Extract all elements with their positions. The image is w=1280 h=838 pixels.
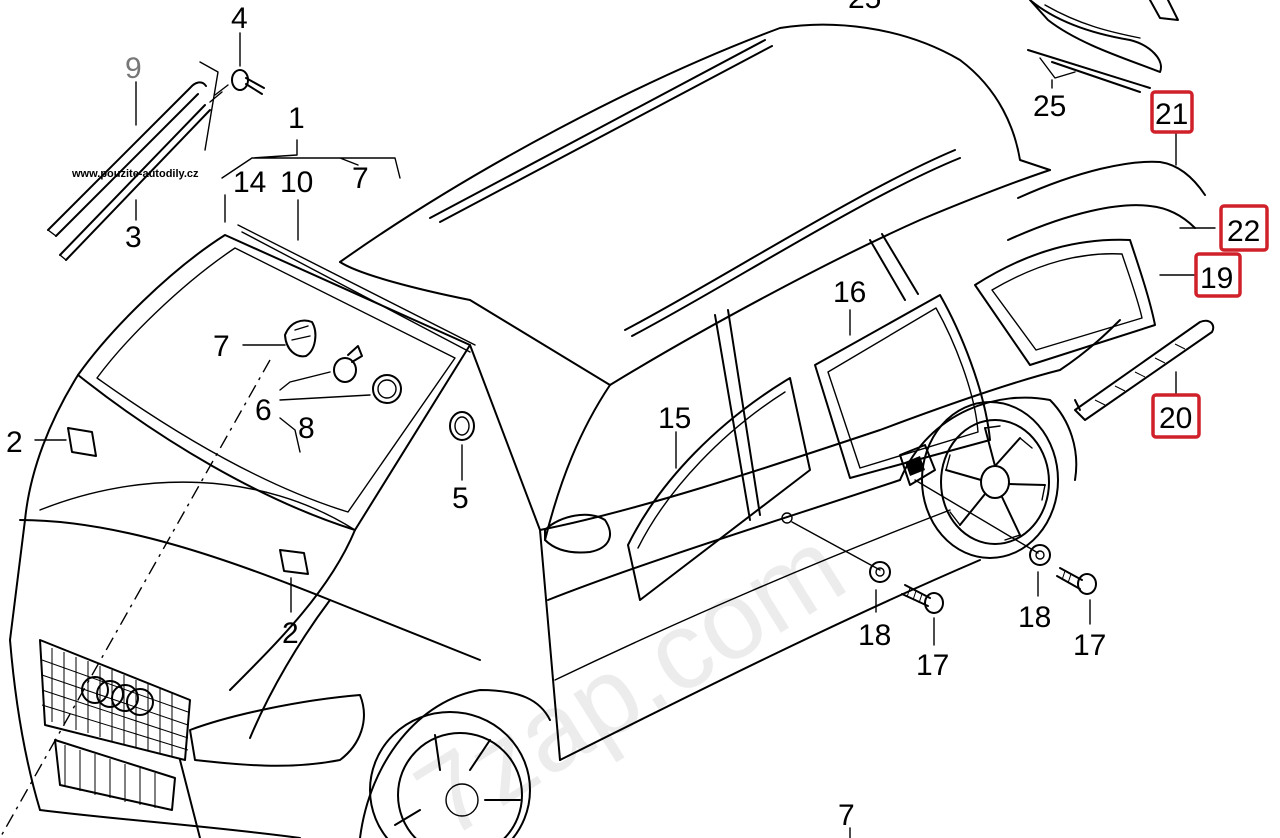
highlight-21	[1150, 90, 1194, 134]
callout-6: 6	[255, 394, 272, 427]
bolt-17-a	[901, 584, 944, 614]
callout-20: 20	[1159, 402, 1192, 435]
rain-sensor-6	[333, 345, 363, 383]
bolt-17-b	[1056, 567, 1097, 595]
callout-7-top: 7	[352, 162, 369, 195]
trim-strip-3-9	[47, 61, 219, 261]
leader-lines	[34, 79, 1216, 838]
rear-wheel	[921, 401, 1059, 559]
callout-25: 25	[1033, 90, 1066, 123]
callout-16: 16	[833, 276, 866, 309]
callout-19: 19	[1200, 262, 1233, 295]
callout-7-bottom: 7	[838, 799, 855, 832]
callout-14: 14	[233, 166, 266, 199]
clip-2-bottom	[279, 549, 309, 575]
washer-18-b	[1029, 544, 1051, 566]
callout-17-a: 17	[916, 649, 949, 682]
washer-18-a	[869, 561, 891, 583]
callout-2-left: 2	[6, 426, 23, 459]
part-5	[449, 411, 475, 441]
rear-spoiler-25	[1027, 0, 1179, 93]
callout-10: 10	[280, 166, 313, 199]
front-wheel	[369, 711, 531, 838]
sensor-cap-8	[372, 374, 402, 404]
door-bracket	[781, 444, 936, 524]
callout-7-mid: 7	[213, 330, 230, 363]
callout-18-b: 18	[1018, 601, 1051, 634]
clip-2-left	[67, 427, 97, 457]
callout-3: 3	[125, 221, 142, 254]
callout-2-bottom: 2	[282, 617, 299, 650]
callout-1: 1	[288, 102, 305, 135]
callout-9: 9	[125, 52, 142, 85]
highlight-22	[1219, 204, 1269, 252]
callout-8: 8	[298, 412, 315, 445]
callout-4: 4	[231, 2, 248, 35]
trim-strip-20	[1074, 319, 1215, 421]
callout-22: 22	[1227, 215, 1260, 248]
mirror-base-7	[284, 319, 317, 358]
highlight-19	[1194, 252, 1242, 298]
highlight-20	[1151, 393, 1201, 439]
roof-trim-21-22	[1007, 160, 1206, 241]
callout-25-top: 25	[848, 0, 881, 15]
callout-labels: 1 4 9 7 14 10 3 7 6 8 2 5 2 15 16 18 17 …	[6, 0, 1269, 832]
audi-rings-logo	[81, 676, 154, 716]
centerline	[0, 359, 271, 838]
vehicle-body	[9, 23, 1156, 838]
callout-21: 21	[1155, 98, 1188, 131]
callout-17-b: 17	[1073, 629, 1106, 662]
clip-4	[209, 32, 265, 103]
callout-5: 5	[452, 482, 469, 515]
callout-15: 15	[658, 402, 691, 435]
watermark-site: www.pouzite-autodily.cz	[71, 168, 199, 180]
callout-18-a: 18	[858, 619, 891, 652]
